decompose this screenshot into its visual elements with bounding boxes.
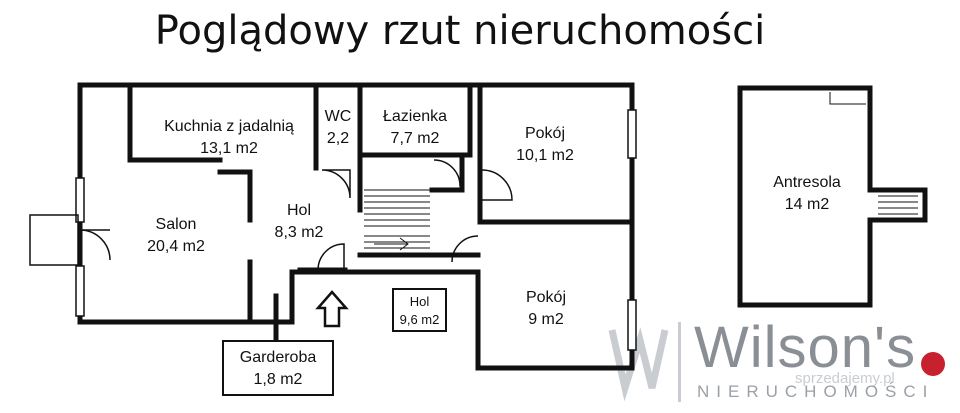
room-wardrobe-name: Garderoba — [239, 349, 317, 366]
room-bedroom-1-name: Pokój — [524, 125, 566, 142]
room-salon: Salon 20,4 m2 — [147, 214, 205, 258]
room-bedroom-2-area: 9 m2 — [528, 311, 564, 328]
room-hall-lower-name: Hol — [409, 294, 430, 309]
door-room1 — [481, 169, 513, 201]
room-wardrobe-area: 1,8 m2 — [253, 371, 303, 388]
bath-wall-right — [429, 152, 465, 193]
door-hall — [317, 243, 345, 271]
plan-title: Poglądowy rzut nieruchomości — [154, 8, 766, 54]
room-hall: Hol 8,3 m2 — [275, 200, 324, 244]
windows — [75, 109, 637, 351]
room-kitchen: Kuchnia z jadalnią 13,1 m2 — [164, 116, 294, 160]
window-right-1 — [627, 109, 637, 159]
room-kitchen-area: 13,1 m2 — [200, 140, 258, 157]
outer-wall-right — [475, 82, 635, 371]
room-salon-name: Salon — [155, 216, 197, 233]
room-wc-area: 2,2 — [326, 130, 350, 147]
room-hall-lower: Hol 9,6 m2 — [392, 288, 447, 332]
room-hall-area: 8,3 m2 — [274, 224, 324, 241]
logo-divider — [678, 322, 681, 402]
window-right-2 — [627, 299, 637, 351]
room-antresola-name: Antresola — [773, 174, 841, 191]
antresola-outline — [737, 85, 928, 308]
balcony — [29, 214, 111, 266]
room-bedroom-1: Pokój 10,1 m2 — [516, 123, 574, 167]
room-bathroom-area: 7,7 m2 — [390, 130, 440, 147]
logo-brand: Wilson's — [694, 315, 917, 380]
room-bathroom: Łazienka 7,7 m2 — [383, 106, 447, 150]
room-bedroom-2-name: Pokój — [525, 289, 567, 306]
room-antresola-area: 14 m2 — [784, 196, 830, 213]
logo-subtitle: NIERUCHOMOŚCI — [697, 382, 935, 401]
bath-wall — [357, 85, 473, 158]
door-wc — [321, 169, 351, 199]
stairs — [364, 92, 918, 255]
room-wc: WC 2,2 — [325, 106, 352, 150]
outer-wall-bottom — [77, 269, 481, 325]
room-salon-area: 20,4 m2 — [147, 238, 205, 255]
logo-accent-badge — [921, 352, 945, 376]
room-hall-lower-area: 9,6 m2 — [399, 312, 440, 327]
room-bedroom-1-area: 10,1 m2 — [516, 147, 574, 164]
room-bathroom-name: Łazienka — [382, 108, 448, 125]
window-left-1 — [75, 177, 85, 223]
entrance-arrow-icon — [315, 290, 349, 328]
room-wc-name: WC — [324, 108, 352, 125]
room-hall-name: Hol — [286, 202, 312, 219]
room-bedroom-2: Pokój 9 m2 — [526, 287, 566, 331]
room-wardrobe: Garderoba 1,8 m2 — [222, 340, 334, 396]
watermark-text: sprzedajemy.pl — [795, 370, 895, 387]
wilsons-logo-mark — [608, 327, 669, 402]
doors — [317, 159, 513, 271]
room-kitchen-name: Kuchnia z jadalnią — [164, 118, 294, 135]
window-left-2 — [75, 265, 85, 317]
room-antresola: Antresola 14 m2 — [773, 172, 841, 216]
door-room2 — [451, 235, 479, 263]
door-bath — [433, 159, 461, 187]
